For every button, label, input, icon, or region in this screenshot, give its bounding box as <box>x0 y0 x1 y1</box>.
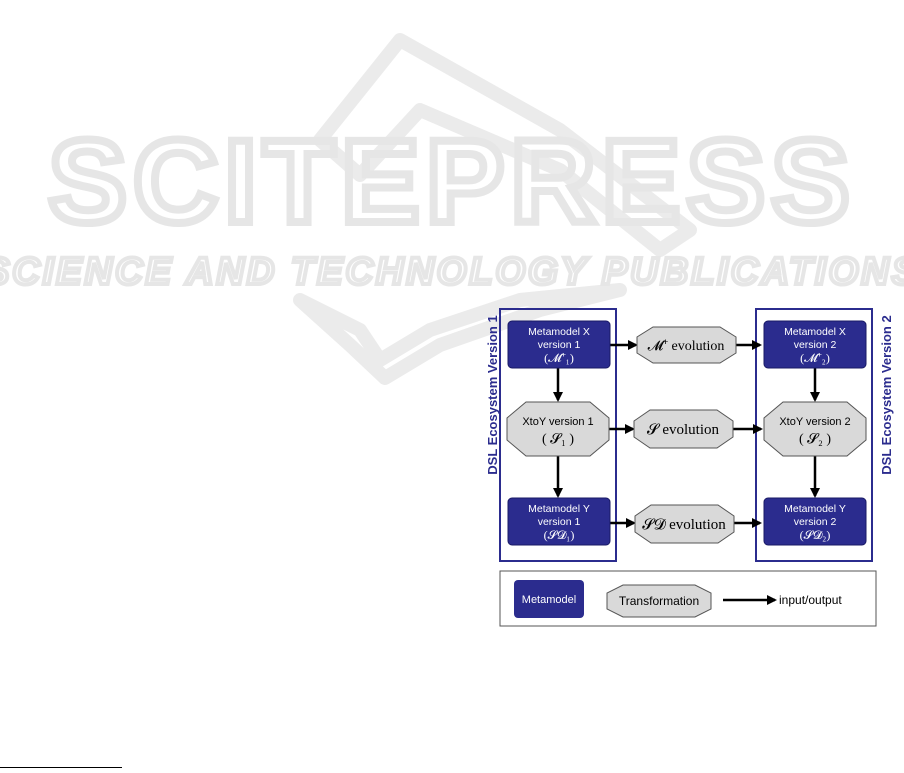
ecosystem-label-v1: DSL Ecosystem Version 1 <box>485 315 500 474</box>
legend-metamodel-swatch <box>514 580 584 618</box>
transformation-xtoy-v1-symbol: ( 𝓢₁ ) <box>542 432 574 447</box>
metamodel-x-v1-version: version 1 <box>538 339 581 351</box>
evolution-s-label: 𝓢 evolution <box>647 422 720 438</box>
metamodel-y-v2-symbol: (𝓢𝓓₂) <box>800 528 831 542</box>
evolution-sd-label: 𝓢𝓓 evolution <box>642 517 726 533</box>
watermark-tagline: SCIENCE AND TECHNOLOGY PUBLICATIONS <box>0 251 904 293</box>
arrows <box>553 340 820 528</box>
metamodel-y-v2-name: Metamodel Y <box>784 503 846 515</box>
metamodel-y-v2-version: version 2 <box>794 516 837 528</box>
transformation-xtoy-v1: XtoY version 1 ( 𝓢₁ ) <box>506 401 610 457</box>
transformation-xtoy-v1-name: XtoY version 1 <box>522 416 593 428</box>
metamodel-y-v1-symbol: (𝓢𝓓₁) <box>544 528 575 542</box>
metamodel-y-v1-name: Metamodel Y <box>528 503 590 515</box>
ecosystem-frame-v2 <box>755 308 873 562</box>
metamodel-x-v1-symbol: (𝓜⁺₁) <box>544 351 574 365</box>
legend-transformation-swatch <box>606 584 712 618</box>
evolution-m-plus: 𝓜⁺ evolution <box>636 326 737 364</box>
evolution-s: 𝓢 evolution <box>633 409 734 449</box>
evolution-sd: 𝓢𝓓 evolution <box>634 504 735 544</box>
metamodel-y-v1: Metamodel Y version 1 (𝓢𝓓₁) <box>507 497 611 546</box>
metamodel-x-v2: Metamodel X version 2 (𝓜⁺₂) <box>763 320 867 369</box>
watermark: SCITEPRESS SCIENCE AND TECHNOLOGY PUBLIC… <box>0 33 904 385</box>
metamodel-y-v2: Metamodel Y version 2 (𝓢𝓓₂) <box>763 497 867 546</box>
legend-transformation-label: Transformation <box>619 594 699 608</box>
metamodel-x-v2-version: version 2 <box>794 339 837 351</box>
metamodel-x-v2-symbol: (𝓜⁺₂) <box>800 351 830 365</box>
transformation-xtoy-v2-symbol: ( 𝓢₂ ) <box>799 432 831 447</box>
transformation-xtoy-v2: XtoY version 2 ( 𝓢₂ ) <box>763 401 867 457</box>
watermark-brand: SCITEPRESS <box>48 116 856 248</box>
ecosystem-frame-v1 <box>499 308 617 562</box>
metamodel-x-v2-name: Metamodel X <box>784 326 846 338</box>
legend-io-label: input/output <box>779 593 842 607</box>
transformation-xtoy-v2-name: XtoY version 2 <box>779 416 850 428</box>
legend-metamodel-label: Metamodel <box>522 594 576 606</box>
metamodel-y-v1-version: version 1 <box>538 516 581 528</box>
legend: Metamodel Transformation input/output <box>499 570 877 627</box>
ecosystem-label-v2: DSL Ecosystem Version 2 <box>879 315 894 474</box>
evolution-m-plus-label: 𝓜⁺ evolution <box>648 339 725 354</box>
metamodel-x-v1-name: Metamodel X <box>528 326 590 338</box>
watermark-logo-shape <box>293 33 697 385</box>
metamodel-x-v1: Metamodel X version 1 (𝓜⁺₁) <box>507 320 611 369</box>
